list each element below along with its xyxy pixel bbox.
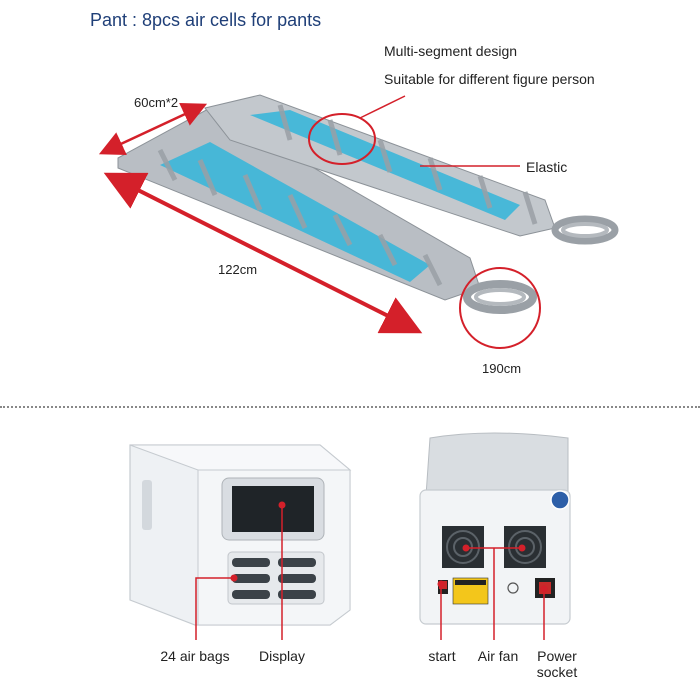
label-air-fan: Air fan bbox=[477, 648, 519, 664]
pointer-segment bbox=[359, 95, 406, 119]
label-power-line1: Power bbox=[537, 648, 577, 664]
arrow-width bbox=[98, 103, 208, 155]
elastic-label: Elastic bbox=[526, 159, 568, 175]
label-power-line2: socket bbox=[536, 664, 578, 680]
highlight-circle-belt bbox=[459, 267, 541, 349]
pant-right-leg bbox=[204, 94, 556, 237]
page-title: Pant : 8pcs air cells for pants bbox=[90, 10, 322, 30]
belt-right-coil bbox=[551, 215, 619, 245]
label-display: Display bbox=[259, 648, 305, 664]
note-multi-segment: Multi-segment design bbox=[384, 43, 518, 59]
machine-back-view bbox=[419, 432, 571, 640]
machine-front-view bbox=[129, 444, 352, 640]
belt-left-coil bbox=[463, 280, 537, 314]
note-figure: Suitable for different figure person bbox=[384, 71, 595, 87]
section-divider bbox=[0, 406, 700, 408]
label-air-bags: 24 air bags bbox=[160, 648, 230, 664]
display-screen bbox=[232, 486, 314, 532]
dimension-belt-label: 190cm bbox=[482, 361, 522, 376]
arrow-length bbox=[103, 172, 423, 334]
label-start: start bbox=[428, 648, 456, 664]
highlight-circle-segment bbox=[308, 113, 376, 165]
